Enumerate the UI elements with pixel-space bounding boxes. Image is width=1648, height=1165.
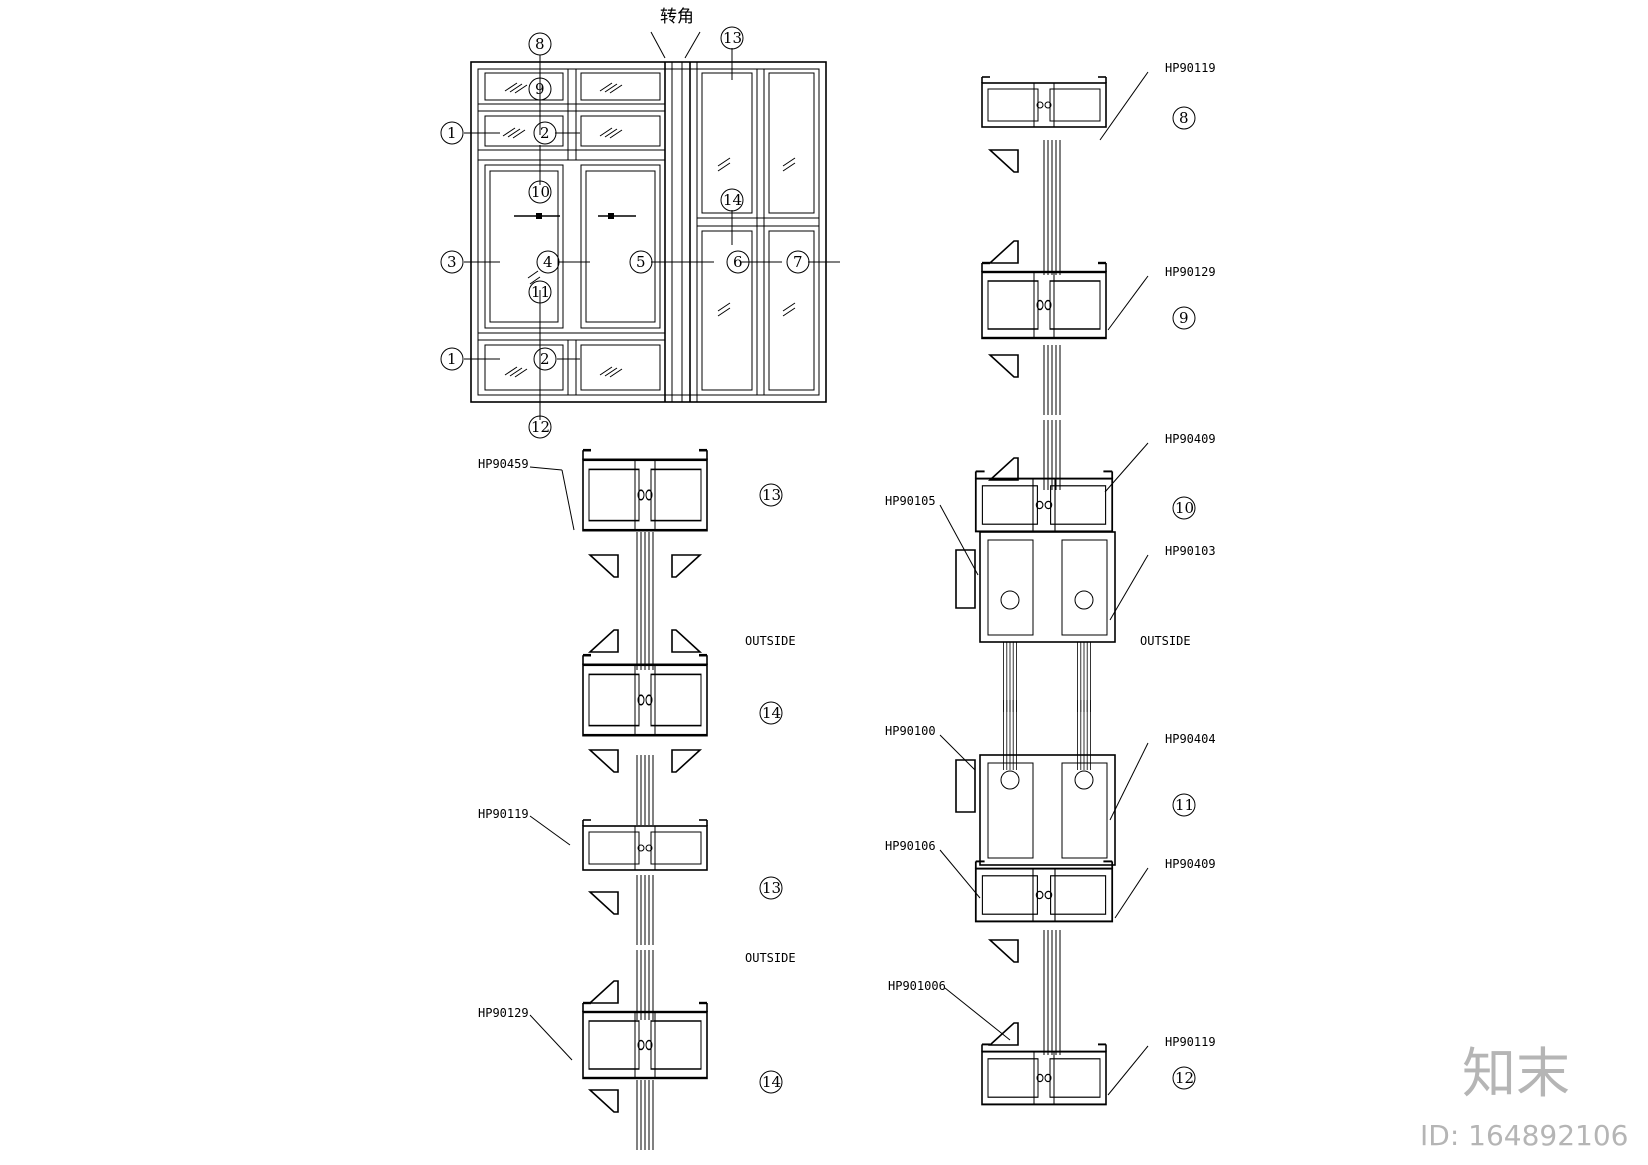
marker-10: 10 <box>528 180 552 204</box>
marker-8: 8 <box>528 32 552 56</box>
section-13a: HP90459 13 <box>478 448 783 603</box>
svg-text:14: 14 <box>762 1073 781 1091</box>
callout-hp90103: HP90103 <box>1165 544 1216 558</box>
svg-text:12: 12 <box>531 418 550 436</box>
watermark: 知末 ID: 164892106 <box>1420 1042 1628 1152</box>
elevation-drawing: 转角 8 9 1 2 10 3 4 5 6 7 11 14 13 1 2 12 <box>440 7 840 439</box>
svg-text:HP90409: HP90409 <box>1165 432 1216 446</box>
svg-text:1: 1 <box>447 350 457 368</box>
section-9: HP90129 9 <box>980 204 1216 416</box>
section-8: HP90119 8 <box>981 61 1216 211</box>
svg-text:13: 13 <box>762 486 781 504</box>
svg-text:11: 11 <box>1175 796 1194 814</box>
svg-text:14: 14 <box>762 704 781 722</box>
marker-13-elev: 13 <box>720 26 744 50</box>
section-13b: HP90119 13 <box>478 807 783 946</box>
svg-text:12: 12 <box>1175 1069 1194 1087</box>
svg-text:8: 8 <box>1179 109 1189 127</box>
svg-text:10: 10 <box>1175 499 1194 517</box>
marker-11: 11 <box>528 280 552 304</box>
section-14b: HP90129 OUTSIDE 14 <box>478 949 796 1151</box>
svg-text:2: 2 <box>540 124 550 142</box>
svg-text:7: 7 <box>793 253 803 271</box>
marker-9: 9 <box>528 77 552 101</box>
svg-text:13: 13 <box>723 29 742 47</box>
callout-hp901006: HP901006 <box>888 979 946 993</box>
section-12: HP901006 HP90119 12 <box>888 979 1216 1106</box>
marker-14-elev: 14 <box>720 188 744 212</box>
marker-4: 4 <box>536 250 560 274</box>
svg-text:2: 2 <box>540 350 550 368</box>
svg-text:HP90129: HP90129 <box>478 1006 529 1020</box>
svg-text:11: 11 <box>531 283 550 301</box>
svg-text:6: 6 <box>733 253 743 271</box>
watermark-logo: 知末 <box>1462 1042 1570 1105</box>
svg-text:9: 9 <box>1179 309 1189 327</box>
svg-text:HP90129: HP90129 <box>1165 265 1216 279</box>
corner-label: 转角 <box>660 7 694 27</box>
svg-text:3: 3 <box>447 253 457 271</box>
svg-text:1: 1 <box>447 124 457 142</box>
callout-hp90106: HP90106 <box>885 839 936 853</box>
marker-5: 5 <box>629 250 653 274</box>
svg-text:HP90459: HP90459 <box>478 457 529 471</box>
svg-text:14: 14 <box>723 191 742 209</box>
marker-2-bottom: 2 <box>533 347 557 371</box>
svg-text:OUTSIDE: OUTSIDE <box>745 951 796 965</box>
svg-text:HP90119: HP90119 <box>1165 61 1216 75</box>
marker-7: 7 <box>786 250 810 274</box>
marker-12: 12 <box>528 415 552 439</box>
svg-text:13: 13 <box>762 879 781 897</box>
svg-text:9: 9 <box>535 80 545 98</box>
svg-text:HP90119: HP90119 <box>1165 1035 1216 1049</box>
svg-text:10: 10 <box>531 183 550 201</box>
section-10: HP90409 HP90105 HP90103 OUTSIDE 10 <box>885 419 1216 713</box>
callout-hp90105: HP90105 <box>885 494 936 508</box>
section-11: HP90100 HP90404 HP90106 HP90409 11 <box>885 699 1216 1001</box>
marker-1-bottom: 1 <box>440 347 464 371</box>
svg-text:OUTSIDE: OUTSIDE <box>1140 634 1191 648</box>
marker-1-top: 1 <box>440 121 464 145</box>
callout-hp90100: HP90100 <box>885 724 936 738</box>
svg-text:HP90119: HP90119 <box>478 807 529 821</box>
svg-text:5: 5 <box>636 253 646 271</box>
section-14a: OUTSIDE 14 <box>581 599 796 826</box>
svg-text:HP90404: HP90404 <box>1165 732 1216 746</box>
callout-hp90409-b: HP90409 <box>1165 857 1216 871</box>
marker-3: 3 <box>440 250 464 274</box>
svg-text:8: 8 <box>535 35 545 53</box>
marker-2-top: 2 <box>533 121 557 145</box>
svg-text:OUTSIDE: OUTSIDE <box>745 634 796 648</box>
watermark-id: ID: 164892106 <box>1420 1119 1628 1152</box>
marker-6: 6 <box>726 250 750 274</box>
svg-text:4: 4 <box>543 253 553 271</box>
